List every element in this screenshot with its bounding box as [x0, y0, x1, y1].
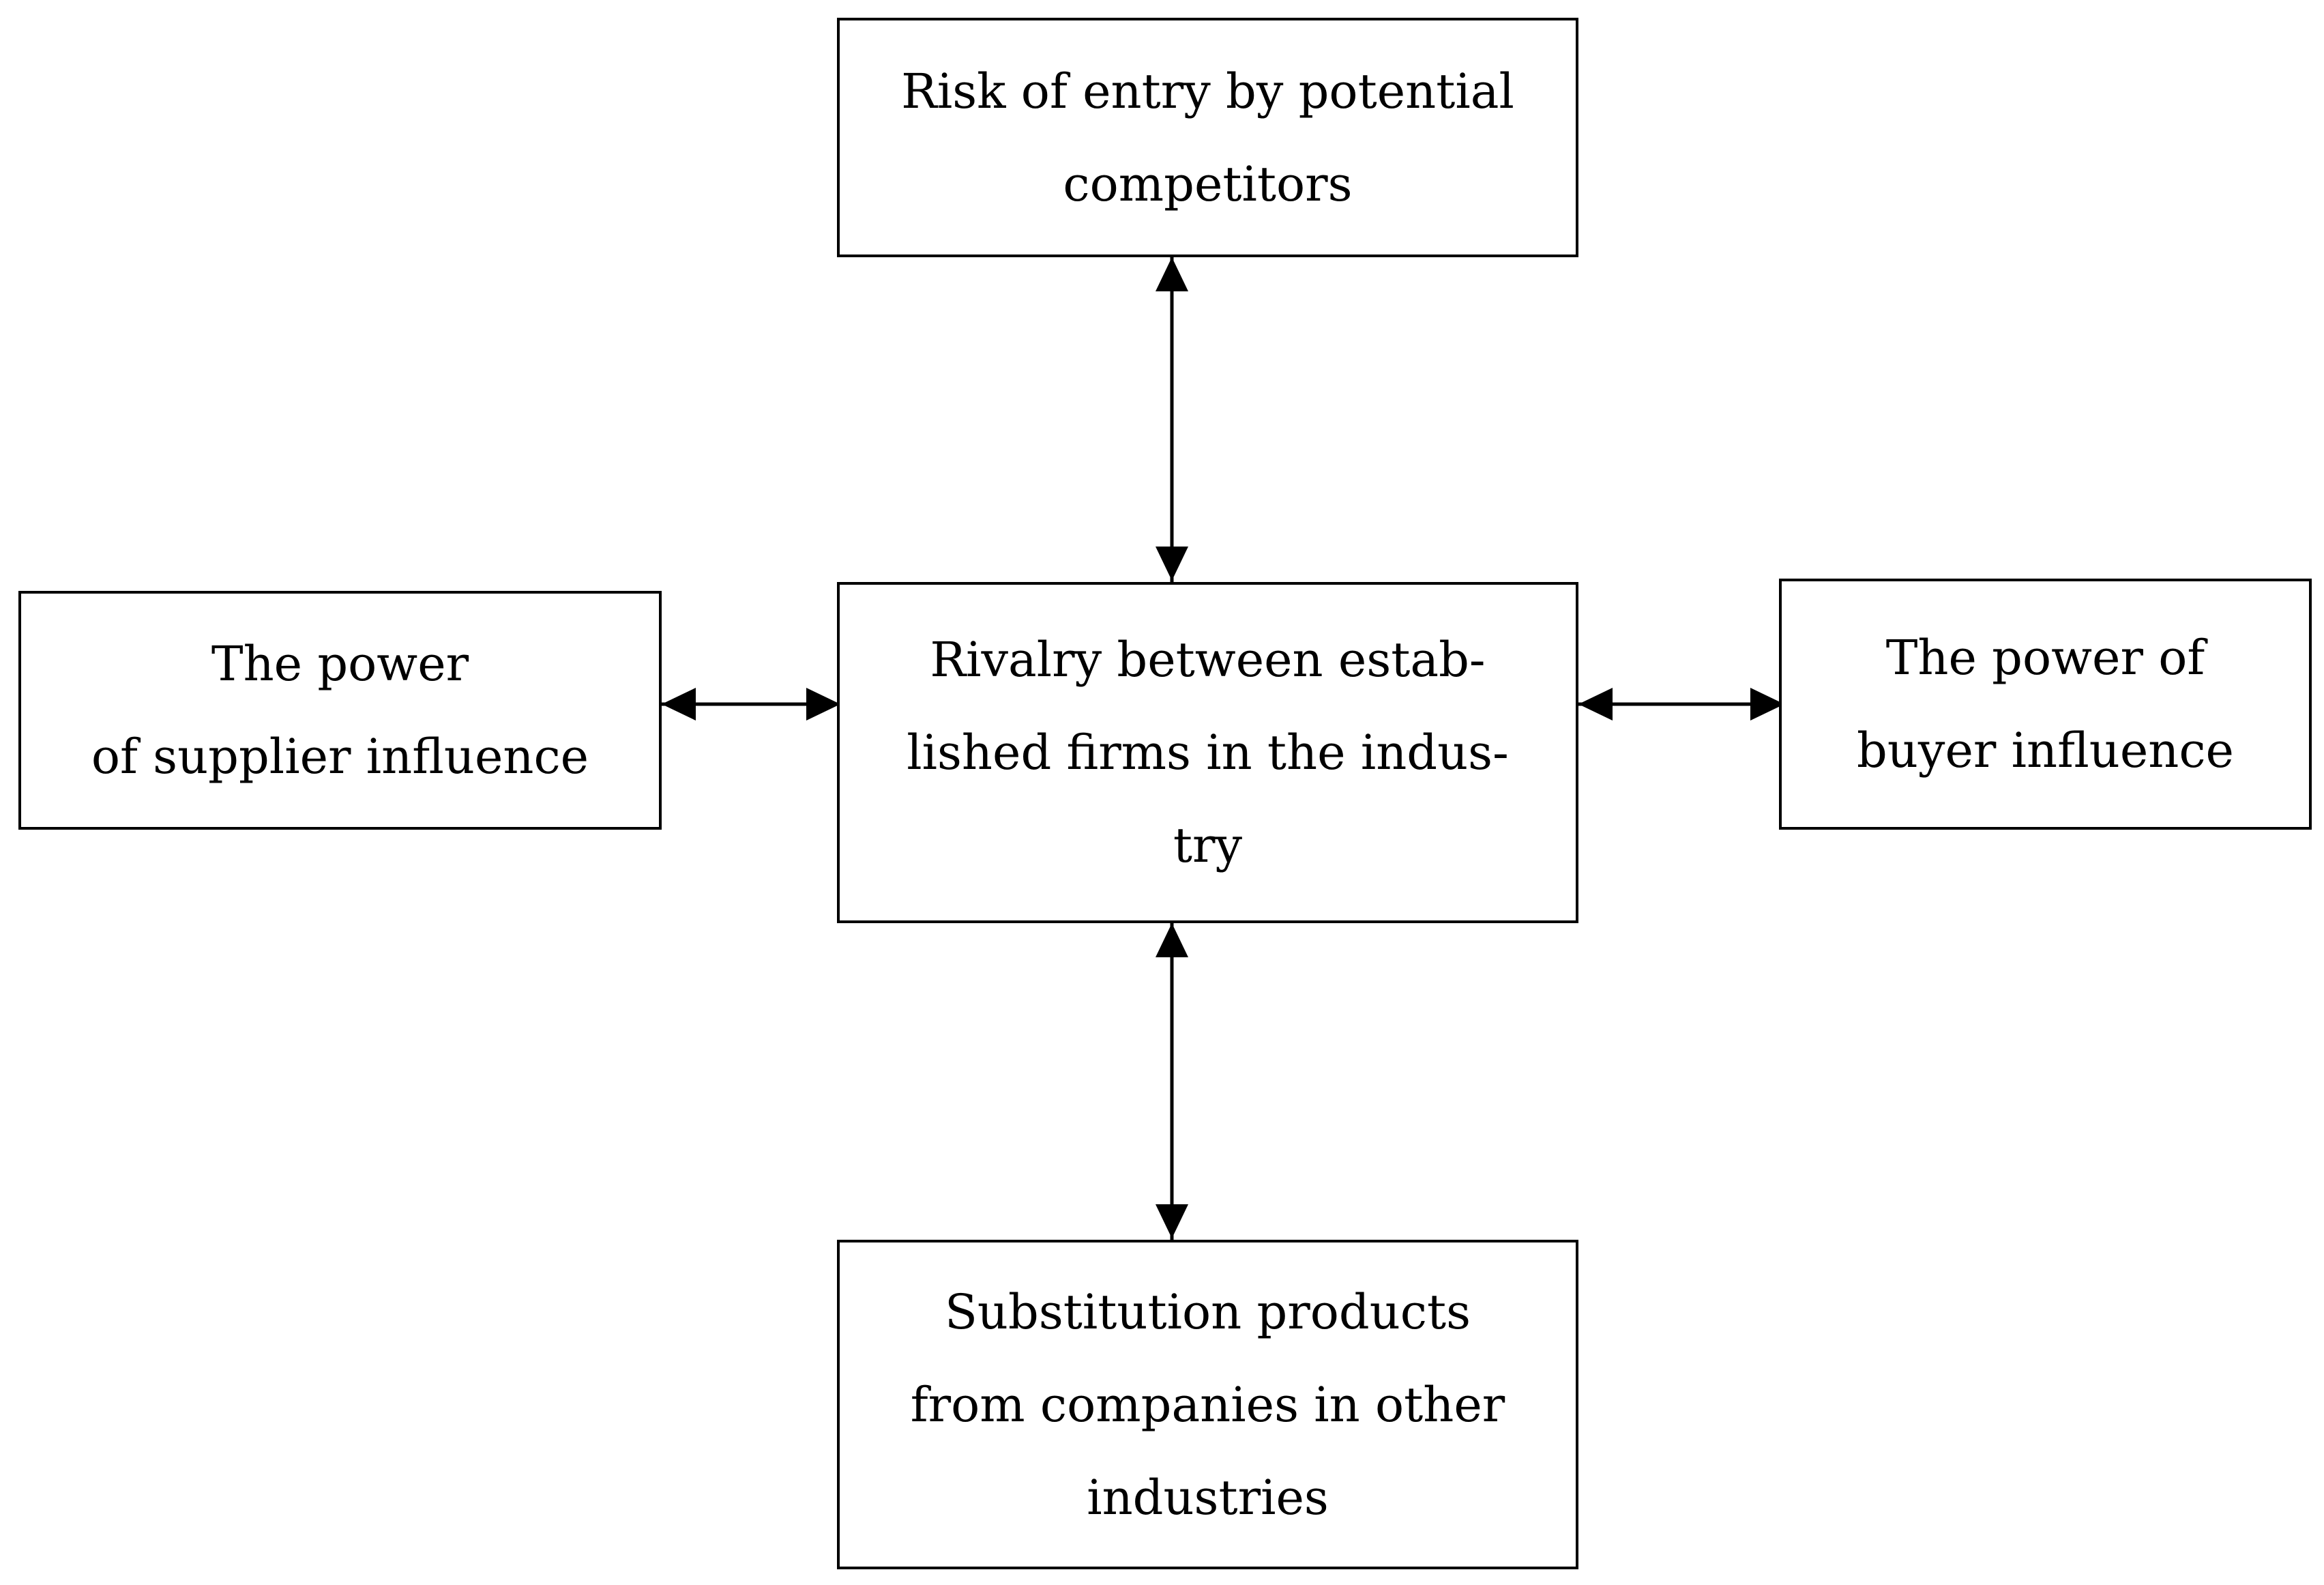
node-risk-of-entry-label: Risk of entry by potential competitors — [901, 63, 1514, 212]
arrowhead-center-left-end — [806, 688, 840, 721]
node-buyer-power-label: The power of buyer influence — [1857, 630, 2234, 779]
arrowhead-left-end — [662, 688, 696, 721]
arrowhead-center-right-end — [1578, 688, 1613, 721]
arrowhead-center-top-end — [1156, 547, 1188, 581]
node-buyer-power: The power of buyer influence — [1779, 579, 2312, 830]
node-supplier-power-label: The power of supplier influence — [91, 636, 589, 785]
arrowhead-center-bottom-end — [1156, 923, 1188, 957]
arrowhead-right-end — [1750, 688, 1784, 721]
arrowhead-top-end — [1156, 257, 1188, 291]
node-substitution-products: Substitution products from companies in … — [837, 1240, 1578, 1569]
node-substitution-products-label: Substitution products from companies in … — [910, 1283, 1505, 1526]
node-supplier-power: The power of supplier influence — [18, 591, 662, 830]
node-risk-of-entry: Risk of entry by potential competitors — [837, 18, 1578, 257]
node-rivalry-label: Rivalry between estab- lished firms in t… — [907, 632, 1509, 873]
node-rivalry: Rivalry between estab- lished firms in t… — [837, 582, 1578, 923]
arrowhead-bottom-end — [1156, 1204, 1188, 1238]
